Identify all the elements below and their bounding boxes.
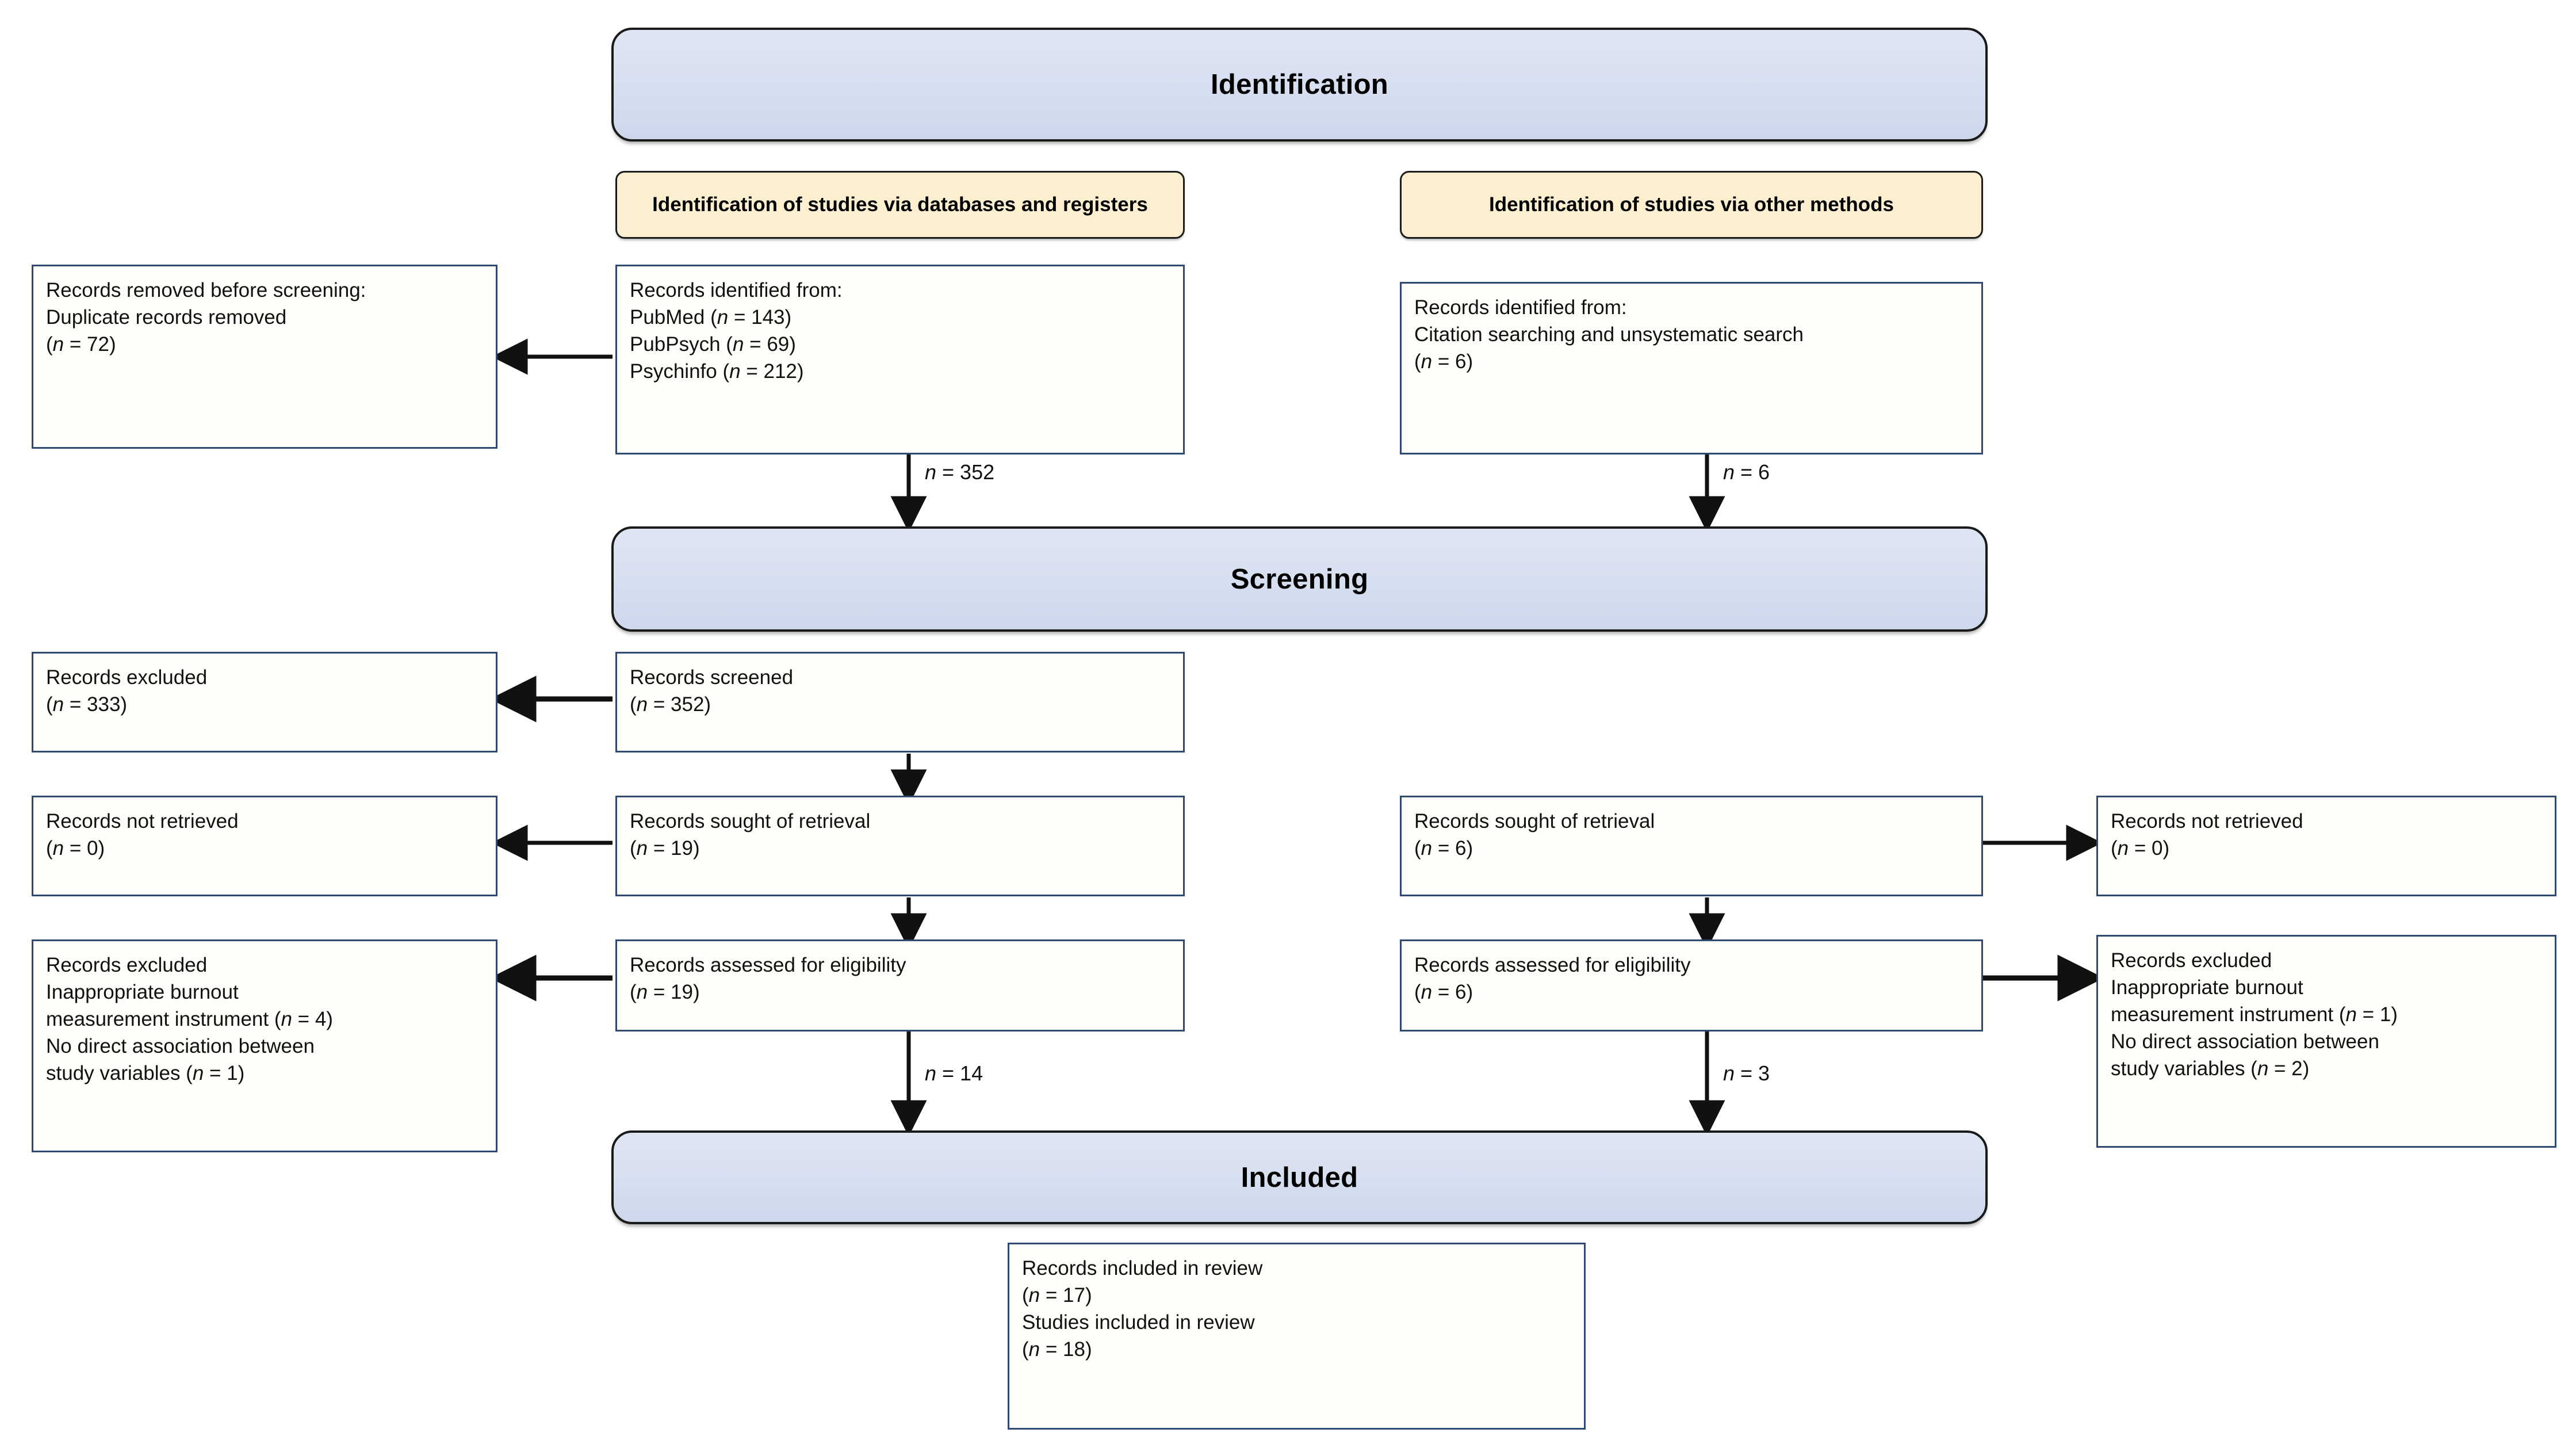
node-records-excluded-eligibility-left-text: Records excluded Inappropriate burnout m… (46, 954, 333, 1085)
node-records-sought-retrieval-right-text: Records sought of retrieval (n = 6) (1414, 810, 1655, 860)
node-records-included-in-review-text: Records included in review (n = 17) Stud… (1022, 1257, 1263, 1361)
edge-label-db-to-screening: n = 352 (925, 460, 994, 484)
node-records-sought-retrieval-right: Records sought of retrieval (n = 6) (1400, 796, 1983, 896)
node-records-excluded-eligibility-right: Records excluded Inappropriate burnout m… (2096, 935, 2556, 1148)
node-records-identified-databases-text: Records identified from: PubMed (n = 143… (630, 279, 843, 383)
node-records-assessed-eligibility-left-text: Records assessed for eligibility (n = 19… (630, 954, 906, 1004)
stage-label-included: Included (1241, 1162, 1358, 1193)
node-records-not-retrieved-left-text: Records not retrieved (n = 0) (46, 810, 239, 860)
node-records-screened-text: Records screened (n = 352) (630, 666, 794, 716)
edge-label-other-to-screening-text: n = 6 (1723, 460, 1770, 484)
stage-band-identification: Identification (611, 28, 1988, 142)
node-records-identified-databases: Records identified from: PubMed (n = 143… (615, 265, 1185, 454)
stage-band-included: Included (611, 1130, 1988, 1224)
node-records-excluded-screening-text: Records excluded (n = 333) (46, 666, 208, 716)
column-header-databases-registers-label: Identification of studies via databases … (652, 193, 1148, 216)
node-records-excluded-eligibility-left: Records excluded Inappropriate burnout m… (32, 939, 497, 1152)
edge-label-left-to-included-text: n = 14 (925, 1061, 983, 1085)
stage-label-identification: Identification (1210, 69, 1389, 100)
node-records-assessed-eligibility-left: Records assessed for eligibility (n = 19… (615, 939, 1185, 1032)
edge-label-left-to-included: n = 14 (925, 1061, 983, 1086)
edge-label-right-to-included-text: n = 3 (1723, 1061, 1770, 1085)
edge-label-right-to-included: n = 3 (1723, 1061, 1770, 1086)
column-header-other-methods: Identification of studies via other meth… (1400, 171, 1983, 239)
node-records-removed-before-screening-text: Records removed before screening: Duplic… (46, 279, 366, 356)
node-records-excluded-eligibility-right-text: Records excluded Inappropriate burnout m… (2111, 949, 2398, 1080)
column-header-other-methods-label: Identification of studies via other meth… (1489, 193, 1894, 216)
node-records-not-retrieved-left: Records not retrieved (n = 0) (32, 796, 497, 896)
node-records-excluded-screening: Records excluded (n = 333) (32, 652, 497, 752)
edge-label-db-to-screening-text: n = 352 (925, 460, 995, 484)
node-records-removed-before-screening: Records removed before screening: Duplic… (32, 265, 497, 449)
node-records-not-retrieved-right: Records not retrieved (n = 0) (2096, 796, 2556, 896)
stage-band-screening: Screening (611, 526, 1988, 632)
node-records-sought-retrieval-left: Records sought of retrieval (n = 19) (615, 796, 1185, 896)
node-records-identified-other-methods-text: Records identified from: Citation search… (1414, 296, 1804, 373)
node-records-assessed-eligibility-right-text: Records assessed for eligibility (n = 6) (1414, 954, 1691, 1004)
stage-label-screening: Screening (1230, 563, 1369, 595)
node-records-not-retrieved-right-text: Records not retrieved (n = 0) (2111, 810, 2303, 860)
node-records-included-in-review: Records included in review (n = 17) Stud… (1008, 1243, 1586, 1430)
node-records-sought-retrieval-left-text: Records sought of retrieval (n = 19) (630, 810, 871, 860)
node-records-screened: Records screened (n = 352) (615, 652, 1185, 752)
edge-label-other-to-screening: n = 6 (1723, 460, 1770, 484)
node-records-identified-other-methods: Records identified from: Citation search… (1400, 282, 1983, 454)
node-records-assessed-eligibility-right: Records assessed for eligibility (n = 6) (1400, 939, 1983, 1032)
column-header-databases-registers: Identification of studies via databases … (615, 171, 1185, 239)
